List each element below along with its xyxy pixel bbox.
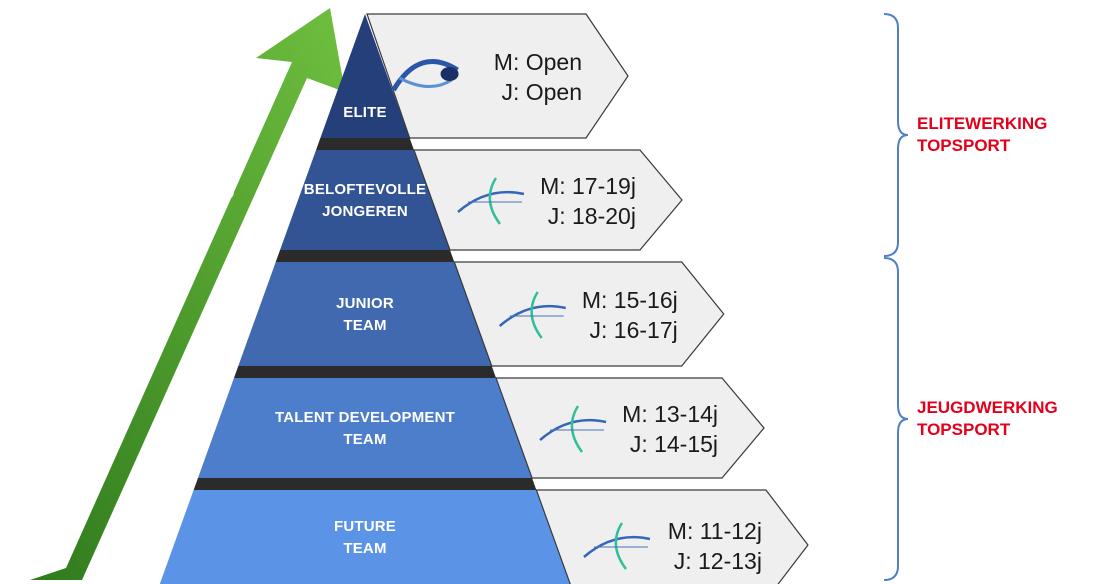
- age-tag: M: 15-16j J: 16-17j: [453, 261, 725, 367]
- side-bracket: JEUGDWERKING TOPSPORT: [883, 257, 1058, 581]
- swoosh-stroke: [398, 76, 453, 88]
- pyramid-tier: ELITE: [320, 14, 410, 138]
- age-text-m: M: Open: [494, 49, 582, 75]
- pyramid-tier: TALENT DEVELOPMENT TEAM: [197, 366, 533, 478]
- age-text-j: J: 18-20j: [548, 203, 636, 229]
- tier-shape: [197, 378, 533, 478]
- tier-shape: [159, 490, 571, 584]
- age-tag: M: Open J: Open: [366, 13, 629, 139]
- swoosh-stroke: [530, 291, 543, 339]
- swoosh-stroke: [570, 405, 584, 453]
- age-tag: M: 17-19j J: 18-20j: [413, 149, 683, 251]
- swoosh-stroke: [488, 177, 501, 225]
- swoosh-stroke: [614, 522, 627, 570]
- tier-label: FUTURE: [334, 518, 396, 535]
- swoosh-logo-icon: [583, 522, 651, 570]
- age-text-m: M: 11-12j: [668, 518, 762, 544]
- tier-label: BELOFTEVOLLE: [304, 181, 426, 198]
- side-bracket: ELITEWERKING TOPSPORT: [883, 13, 1047, 257]
- tier-label: JUNIOR: [336, 295, 394, 312]
- age-text-m: M: 17-19j: [540, 173, 636, 199]
- age-text-j: J: 14-15j: [630, 431, 718, 457]
- tier-separator: [233, 366, 497, 378]
- age-tag-shape: [453, 261, 725, 367]
- swimmer-head: [440, 67, 459, 81]
- bracket-line: [883, 257, 909, 581]
- arrow-shape: [30, 8, 345, 580]
- tier-label: JONGEREN: [322, 203, 408, 220]
- tier-label: TEAM: [343, 540, 386, 557]
- tier-shape: [238, 262, 492, 366]
- age-tag-shape: [413, 149, 683, 251]
- tier-shape: [320, 14, 410, 138]
- bracket-label: TOPSPORT: [917, 136, 1011, 155]
- pyramid-tier: JUNIOR TEAM: [238, 250, 492, 366]
- elite-swimmer-logo-icon: [391, 59, 459, 92]
- bracket-label: ELITEWERKING: [917, 114, 1047, 133]
- age-tag-shape: [535, 489, 809, 584]
- tier-label: ELITE: [343, 104, 387, 121]
- tier-separator: [193, 478, 537, 490]
- swoosh-logo-icon: [539, 405, 607, 453]
- age-text-j: J: Open: [501, 79, 582, 105]
- tier-separator: [275, 250, 455, 262]
- tier-shape: [280, 150, 450, 250]
- swoosh-logo-icon: [457, 177, 525, 225]
- swoosh-logo-icon: [498, 291, 566, 339]
- age-tag-shape: [366, 13, 629, 139]
- age-tag: M: 11-12j J: 12-13j: [535, 489, 809, 584]
- tier-label: TEAM: [343, 317, 386, 334]
- pyramid-tier: BELOFTEVOLLE JONGEREN: [280, 138, 450, 250]
- tier-label: TEAM: [343, 431, 386, 448]
- swoosh-stroke: [391, 59, 459, 92]
- age-text-j: J: 12-13j: [674, 548, 762, 574]
- age-tag-shape: [495, 377, 765, 479]
- tier-label: TALENT DEVELOPMENT: [275, 409, 455, 426]
- pyramid-tier: FUTURE TEAM: [159, 478, 571, 584]
- bracket-line: [883, 13, 909, 257]
- age-text-m: M: 13-14j: [622, 401, 718, 427]
- age-text-m: M: 15-16j: [582, 287, 678, 313]
- age-text-j: J: 16-17j: [590, 317, 678, 343]
- age-tag: M: 13-14j J: 14-15j: [495, 377, 765, 479]
- bracket-label: TOPSPORT: [917, 420, 1011, 439]
- bracket-label: JEUGDWERKING: [917, 398, 1058, 417]
- tier-separator: [316, 138, 414, 150]
